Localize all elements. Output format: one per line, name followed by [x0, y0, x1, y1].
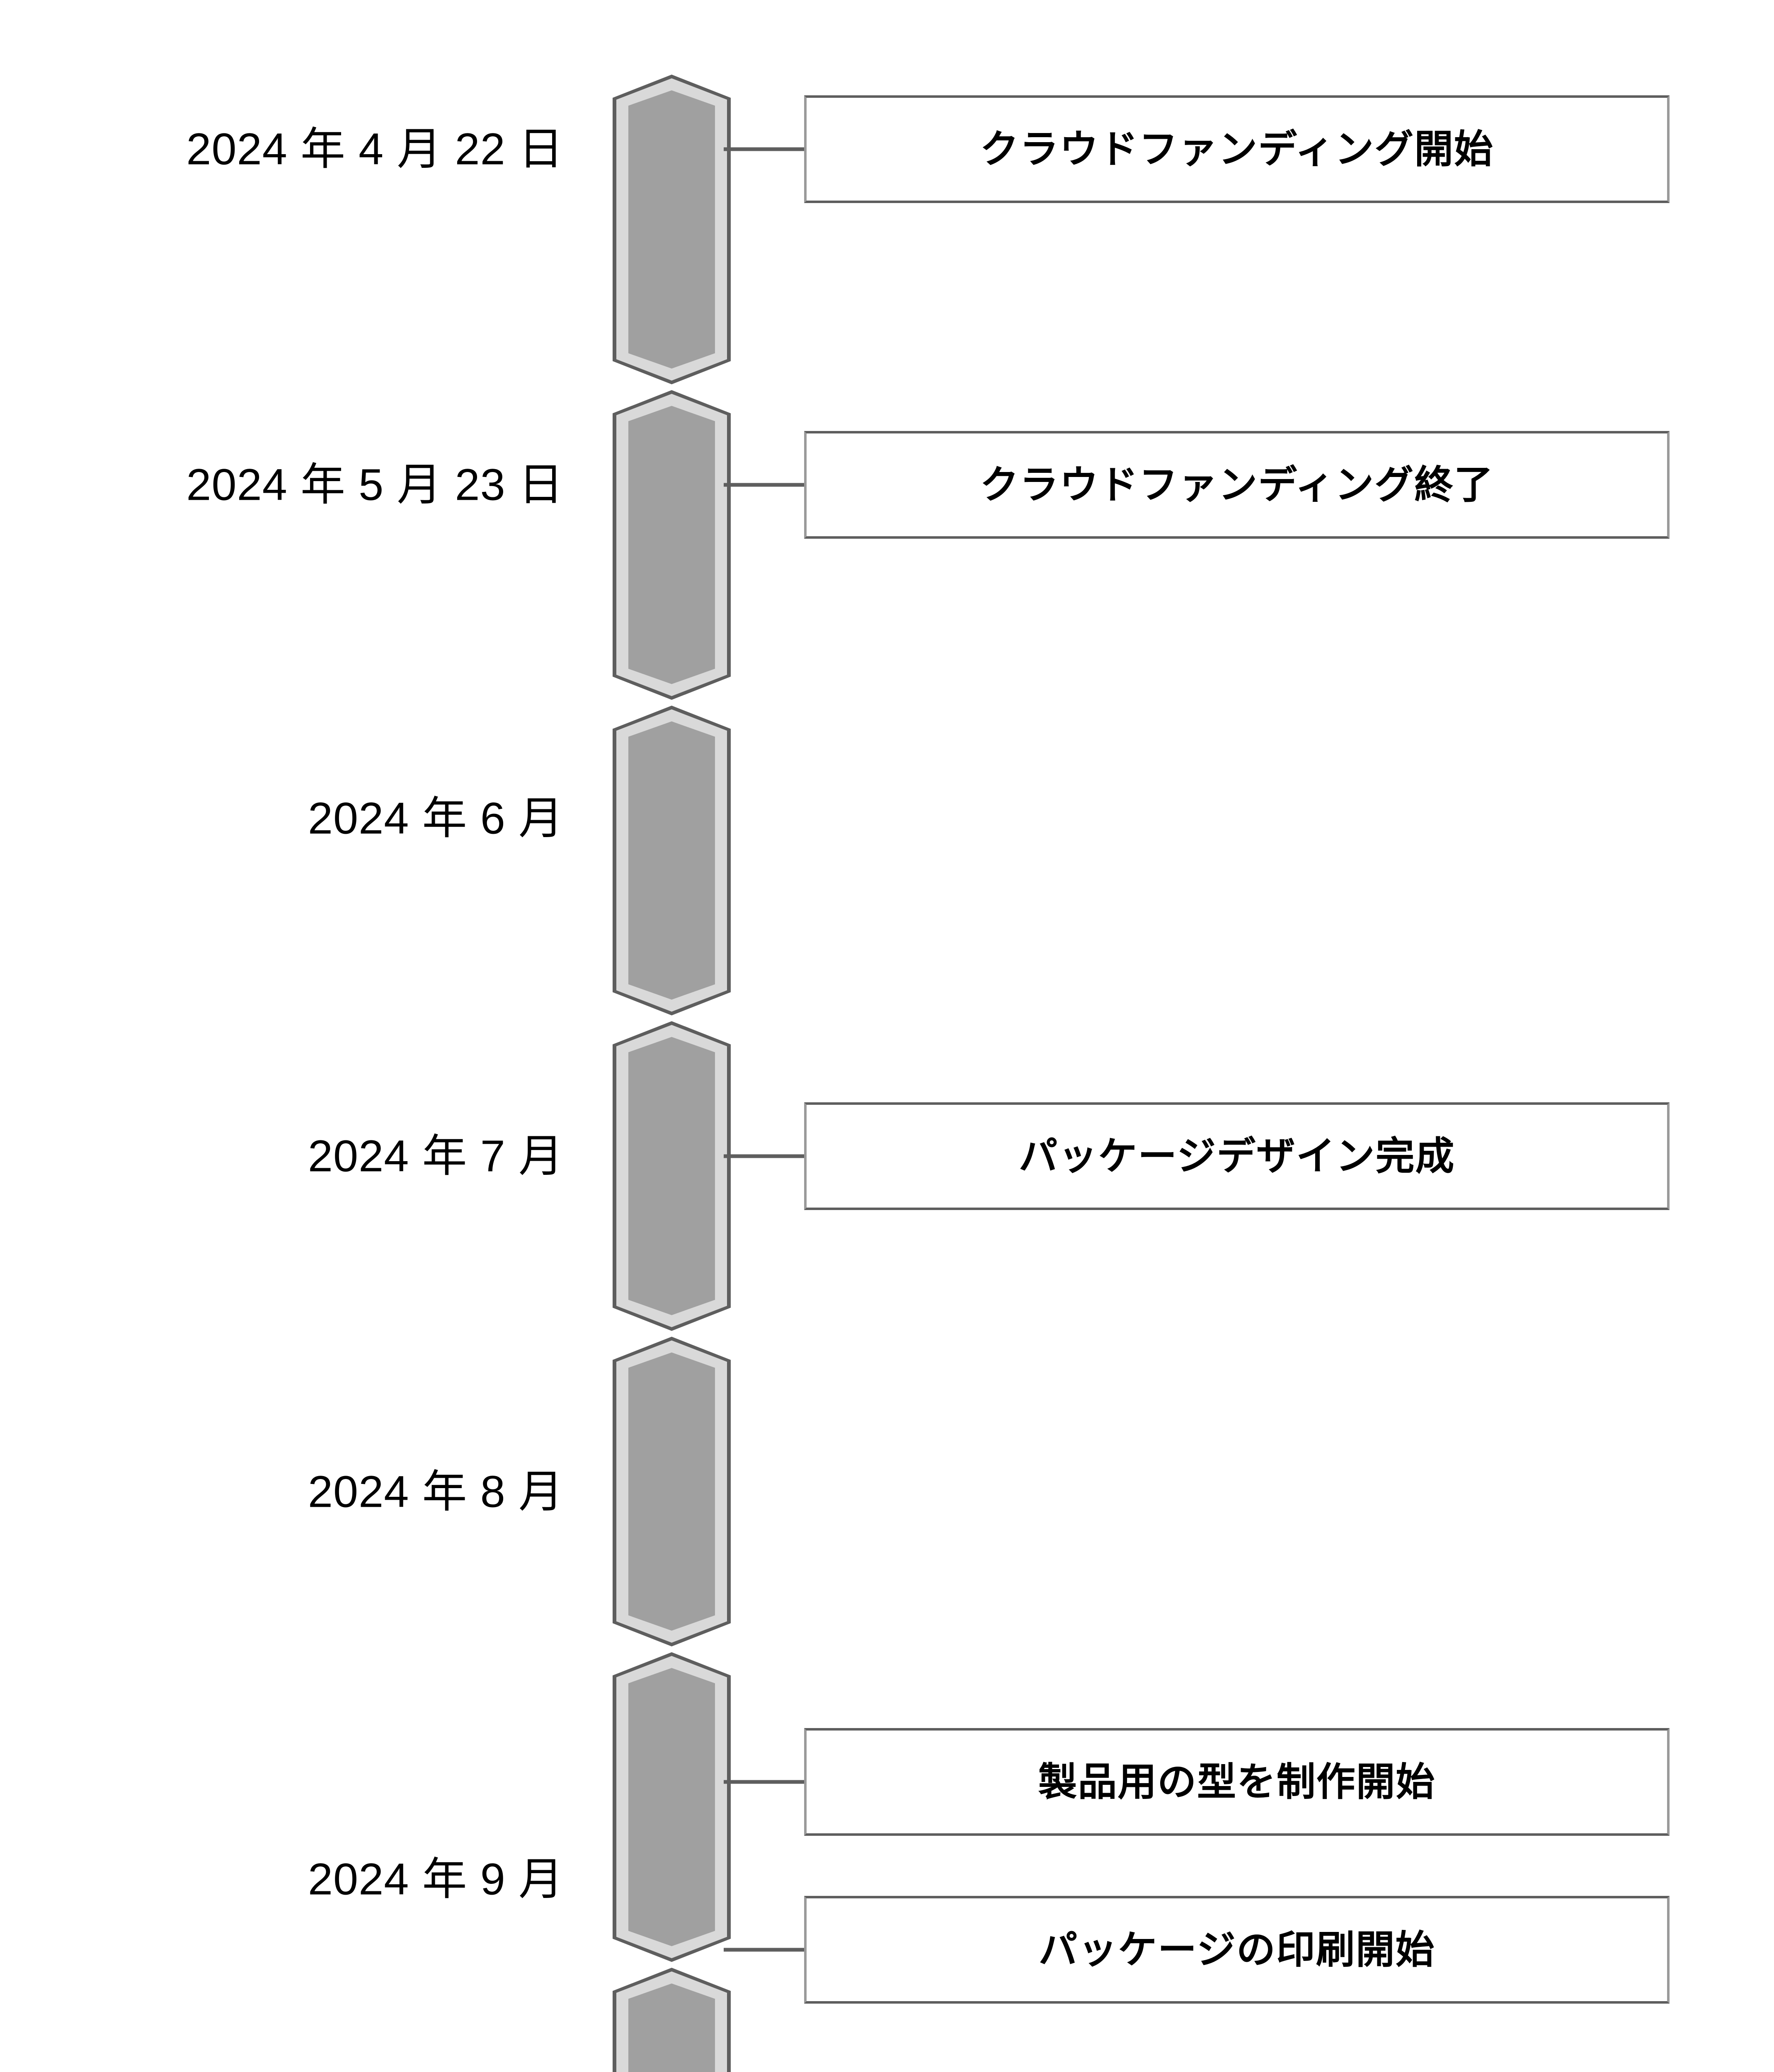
- arrow-segment: [613, 1021, 731, 1331]
- connector-line: [724, 1154, 807, 1158]
- arrow-spine-svg: [613, 75, 731, 2072]
- arrow-segment: [613, 705, 731, 1016]
- connector-line: [724, 1780, 807, 1784]
- event-box-label: クラウドファンディング開始: [980, 127, 1494, 171]
- arrow-segment: [613, 390, 731, 700]
- event-box-label: クラウドファンディング終了: [980, 462, 1494, 506]
- date-label: 2024 年 8 月: [308, 1466, 564, 1517]
- date-label-column: 2024 年 4 月 22 日 2024 年 5 月 23 日 2024 年 6 月…: [0, 0, 564, 2072]
- timeline-arrow-spine: [613, 75, 731, 2072]
- connector-line: [724, 1948, 807, 1952]
- date-label: 2024 年 4 月 22 日: [186, 123, 564, 174]
- date-label: 2024 年 5 月 23 日: [186, 459, 564, 510]
- event-box-label: パッケージデザイン完成: [1018, 1134, 1455, 1178]
- connector-line: [724, 483, 807, 487]
- date-label: 2024 年 7 月: [308, 1130, 564, 1181]
- arrow-segment: [613, 75, 731, 385]
- event-box[interactable]: 製品用の型を制作開始: [804, 1728, 1670, 1836]
- connector-line: [724, 147, 807, 151]
- event-box[interactable]: クラウドファンディング終了: [804, 431, 1670, 539]
- arrow-segment: [613, 1336, 731, 1646]
- event-box[interactable]: パッケージデザイン完成: [804, 1102, 1670, 1210]
- event-box-label: 製品用の型を制作開始: [1038, 1760, 1436, 1803]
- arrow-segment: [613, 1968, 731, 2072]
- date-label: 2024 年 9 月: [308, 1854, 564, 1904]
- event-box-label: パッケージの印刷開始: [1038, 1927, 1435, 1971]
- date-label: 2024 年 6 月: [308, 793, 564, 843]
- arrow-segment: [613, 1652, 731, 1962]
- event-box[interactable]: パッケージの印刷開始: [804, 1896, 1670, 2004]
- event-box[interactable]: クラウドファンディング開始: [804, 95, 1670, 203]
